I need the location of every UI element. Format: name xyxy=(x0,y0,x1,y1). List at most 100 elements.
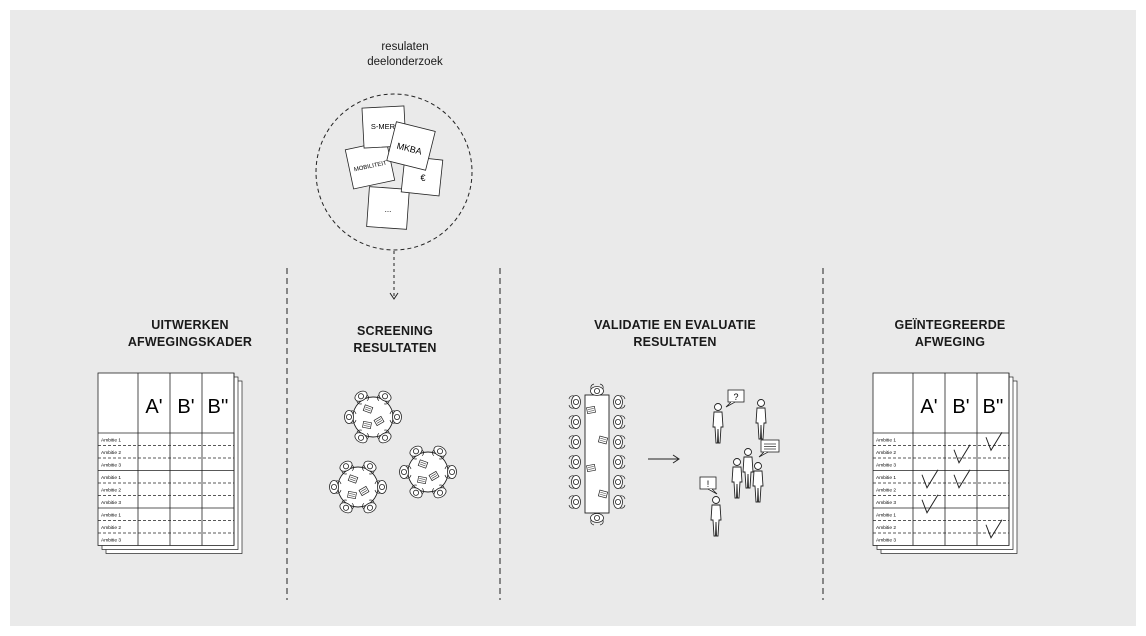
matrix-row-label: Ambitie 3 xyxy=(101,537,121,543)
checkmark-icon xyxy=(985,519,1003,539)
laptop-icon xyxy=(347,490,357,500)
seated-person-icon xyxy=(377,429,392,444)
card-mkba: MKBA xyxy=(386,121,436,171)
results-caption: resulaten deelonderzoek xyxy=(340,40,470,70)
matrix-row-label: Ambitie 3 xyxy=(876,462,896,468)
matrix-sheet xyxy=(872,372,1010,546)
phase-1-line-1: UITWERKEN xyxy=(151,318,229,332)
bubble-list-box xyxy=(760,439,780,453)
integrated-matrix: A' B' B'' Ambitie 1 Ambitie 2 Ambitie 3 Ambiti… xyxy=(872,372,1018,554)
matrix-column-header: B' xyxy=(952,396,969,418)
matrix-row-label: Ambitie 2 xyxy=(876,525,896,531)
matrix-row-label: Ambitie 1 xyxy=(101,512,121,518)
seated-person-icon xyxy=(362,499,377,514)
matrix-row-label: Ambitie 1 xyxy=(101,475,121,481)
seated-person-icon xyxy=(613,435,626,449)
caption-line-2: deelonderzoek xyxy=(367,56,443,68)
phase-1-line-2: AFWEGINGSKADER xyxy=(127,335,253,349)
matrix-row-label: Ambitie 1 xyxy=(876,437,896,443)
laptop-icon xyxy=(362,420,372,430)
laptop-icon xyxy=(597,489,609,499)
seated-person-icon xyxy=(590,383,604,396)
seated-person-icon xyxy=(613,415,626,429)
laptop-icon xyxy=(586,463,596,473)
phase-2-line-2: RESULTATEN xyxy=(353,341,437,355)
round-table xyxy=(399,445,457,499)
laptop-icon xyxy=(586,405,596,415)
matrix-row-label: Ambitie 1 xyxy=(876,475,896,481)
screening-tables xyxy=(329,390,457,514)
bubble-question-tail xyxy=(725,401,736,408)
bubble-list xyxy=(758,439,780,458)
phase-title-2: SCREENING RESULTATEN xyxy=(300,323,490,357)
card-dots-shape xyxy=(366,186,410,230)
phase-2-line-1: SCREENING xyxy=(356,324,434,338)
seated-person-icon xyxy=(432,484,447,499)
seated-person-icon xyxy=(354,429,369,444)
matrix-row-label: Ambitie 2 xyxy=(101,487,121,493)
seated-person-icon xyxy=(432,445,447,460)
seated-person-icon xyxy=(362,460,377,475)
seated-person-icon xyxy=(568,435,581,449)
seated-person-icon xyxy=(329,480,342,494)
caption-line-1: resulaten xyxy=(381,41,429,53)
matrix-column-header: B'' xyxy=(208,396,229,418)
phase-3-line-1: VALIDATIE EN EVALUATIE xyxy=(594,318,756,332)
standing-person-icon xyxy=(752,462,764,503)
seated-person-icon xyxy=(590,513,604,526)
card-smer-label: S-MER xyxy=(371,122,396,131)
checkmark-icon xyxy=(953,469,971,489)
checkmark-icon xyxy=(921,494,939,514)
diagram-canvas: resulaten deelonderzoek UITWERKEN AFWEGI… xyxy=(10,10,1136,626)
seated-person-icon xyxy=(377,390,392,405)
phase-title-4: GEÏNTEGREERDE AFWEGING xyxy=(840,317,1060,351)
standing-person-icon xyxy=(731,458,743,499)
seated-person-icon xyxy=(344,410,357,424)
checkmark-icon xyxy=(953,444,971,464)
bubble-exclamation: ! xyxy=(699,476,718,495)
bubble-question-text: ? xyxy=(733,392,738,402)
bubble-exclamation-text: ! xyxy=(707,479,710,489)
card-mkba-shape xyxy=(386,121,436,171)
bubble-question: ? xyxy=(725,389,745,408)
seated-person-icon xyxy=(409,484,424,499)
laptop-icon xyxy=(373,415,385,427)
arrow-right xyxy=(648,454,680,464)
seated-person-icon xyxy=(374,480,387,494)
matrix-row-label: Ambitie 3 xyxy=(101,462,121,468)
arrow-down-head xyxy=(389,292,399,300)
seated-person-icon xyxy=(568,395,581,409)
laptop-icon xyxy=(358,485,370,497)
matrix-column-header: A' xyxy=(920,396,937,418)
phase-separators xyxy=(286,268,824,600)
phase-3-line-2: RESULTATEN xyxy=(633,335,717,349)
seated-person-icon xyxy=(613,475,626,489)
phase-4-line-1: GEÏNTEGREERDE xyxy=(894,318,1006,332)
matrix-row-label: Ambitie 1 xyxy=(876,512,896,518)
seated-person-icon xyxy=(568,475,581,489)
seated-person-icon xyxy=(389,410,402,424)
laptop-icon xyxy=(362,404,374,414)
card-dots-label: ... xyxy=(385,205,392,214)
laptop-icon xyxy=(347,474,359,484)
standing-person-icon xyxy=(710,496,722,537)
card-mobiliteit: MOBILITEIT xyxy=(344,140,396,190)
dashed-circle xyxy=(315,93,473,251)
matrix-row-label: Ambitie 3 xyxy=(876,500,896,506)
diagram-artwork: ... € MOBILITEIT S-MER MKBA xyxy=(97,93,1018,600)
seated-person-icon xyxy=(568,455,581,469)
deelonderzoek-circle: ... € MOBILITEIT S-MER MKBA xyxy=(315,93,473,251)
bubble-question-box xyxy=(727,389,745,403)
seated-person-icon xyxy=(568,415,581,429)
seated-person-icon xyxy=(339,460,354,475)
seated-person-icon xyxy=(409,445,424,460)
standing-person-icon xyxy=(755,399,767,440)
matrix-row-label: Ambitie 2 xyxy=(101,525,121,531)
matrix-row-label: Ambitie 3 xyxy=(876,537,896,543)
seated-person-icon xyxy=(613,395,626,409)
matrix-row-label: Ambitie 2 xyxy=(101,450,121,456)
arrow-down xyxy=(389,251,399,300)
matrix-sheet xyxy=(97,372,235,546)
matrix-column-header: B'' xyxy=(983,396,1004,418)
seated-person-icon xyxy=(354,390,369,405)
